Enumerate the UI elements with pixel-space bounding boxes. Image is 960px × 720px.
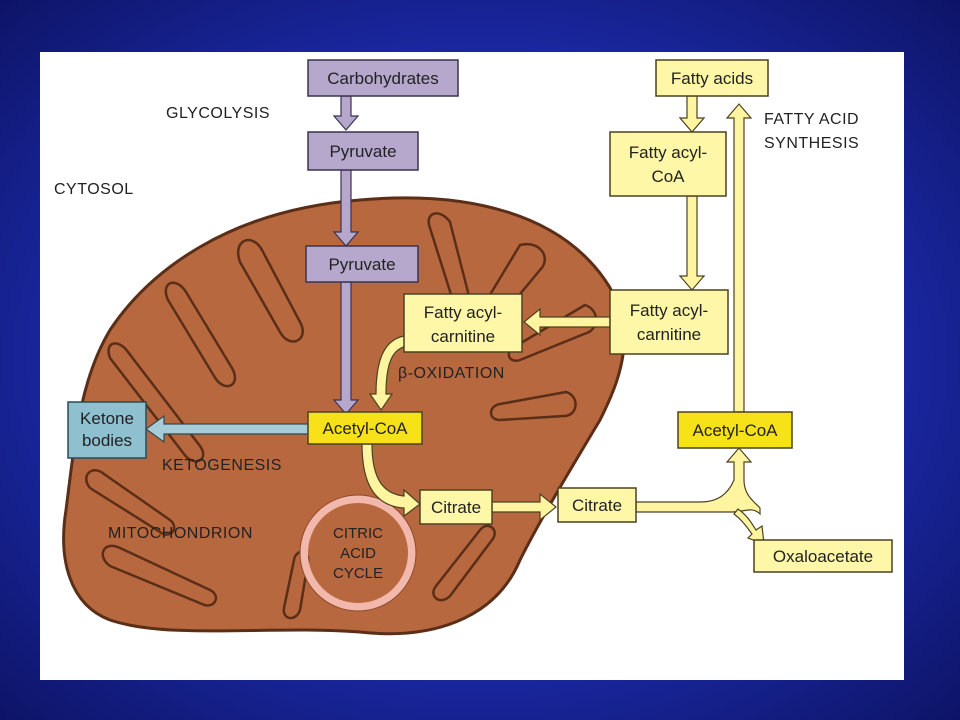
acetyl-coa-mito-text: Acetyl-CoA (322, 419, 408, 438)
arrows-glycolysis (332, 95, 360, 415)
fatty-acyl-carnitine-mito-text-2: carnitine (431, 327, 495, 346)
citric-ring-outline (299, 494, 417, 612)
acetyl-coa-cyto-text: Acetyl-CoA (692, 421, 778, 440)
arrow-citrate-split (635, 447, 761, 516)
ketone-bodies-text-1: Ketone (80, 409, 134, 428)
arrow-fatty-acids-to-acyl-coa (678, 95, 706, 133)
citrate-mito-text: Citrate (431, 498, 481, 517)
arrow-beta-oxidation (368, 335, 409, 412)
arrow-acyl-coa-to-acyl-carnitine (678, 195, 706, 291)
oxaloacetate-box (753, 539, 893, 573)
fatty-acyl-coa-text-1: Fatty acyl- (629, 143, 707, 162)
arrows-yellow (489, 95, 765, 545)
fatty-acid-synthesis-label-2: SYNTHESIS (764, 135, 859, 152)
citric-acid-cycle-label-1: CITRIC (333, 525, 383, 542)
arrow-pyruvate-to-pyruvate-mito (332, 169, 360, 247)
citric-acid-cycle-label-3: CYCLE (333, 565, 383, 582)
beta-oxidation-label: β-OXIDATION (398, 365, 505, 382)
pyruvate-cytosol-box (307, 131, 419, 171)
pyruvate-mito-text: Pyruvate (328, 255, 395, 274)
fatty-acyl-carnitine-cyto-box (609, 289, 729, 355)
ketone-bodies-text-2: bodies (82, 431, 132, 450)
cytosol-label: CYTOSOL (54, 181, 134, 198)
pyruvate-mito-box (305, 245, 419, 283)
glycolysis-label: GLYCOLYSIS (166, 105, 270, 122)
carbohydrates-box (307, 59, 459, 97)
fatty-acids-box (655, 59, 769, 97)
arrow-acyl-carnitine-transport (523, 307, 611, 337)
ketogenesis-label: KETOGENESIS (162, 457, 282, 474)
arrow-acetyl-coa-to-ketone-bodies (144, 414, 309, 444)
fatty-acyl-coa-box (609, 131, 727, 197)
citric-acid-cycle-label-2: ACID (340, 545, 376, 562)
arrow-citrate-to-citrate (489, 492, 557, 522)
fatty-acyl-carnitine-cyto-text-2: carnitine (637, 325, 701, 344)
fatty-acyl-carnitine-mito-text-1: Fatty acyl- (424, 303, 502, 322)
oxaloacetate-text: Oxaloacetate (773, 547, 873, 566)
fatty-acyl-carnitine-mito-box (403, 293, 523, 353)
carbohydrates-text: Carbohydrates (327, 69, 439, 88)
fatty-acyl-coa-text-2: CoA (651, 167, 685, 186)
citrate-cyto-text: Citrate (572, 496, 622, 515)
arrow-acetyl-coa-up-to-fatty-acids (725, 103, 753, 413)
acetyl-coa-mito-box (307, 411, 423, 445)
pyruvate-cytosol-text: Pyruvate (329, 142, 396, 161)
ketone-bodies-box (67, 401, 147, 459)
arrow-pyruvate-to-acetyl-coa (332, 281, 360, 415)
citrate-cyto-box (557, 487, 637, 523)
citric-acid-cycle-ring (300, 495, 416, 611)
fatty-acid-synthesis-label-1: FATTY ACID (764, 111, 859, 128)
acetyl-coa-cyto-box (677, 411, 793, 449)
mitochondrion-label: MITOCHONDRION (108, 525, 253, 542)
citrate-mito-box (419, 489, 493, 525)
fatty-acids-text: Fatty acids (671, 69, 753, 88)
fatty-acyl-carnitine-cyto-text-1: Fatty acyl- (630, 301, 708, 320)
arrow-carbohydrates-to-pyruvate (332, 95, 360, 131)
